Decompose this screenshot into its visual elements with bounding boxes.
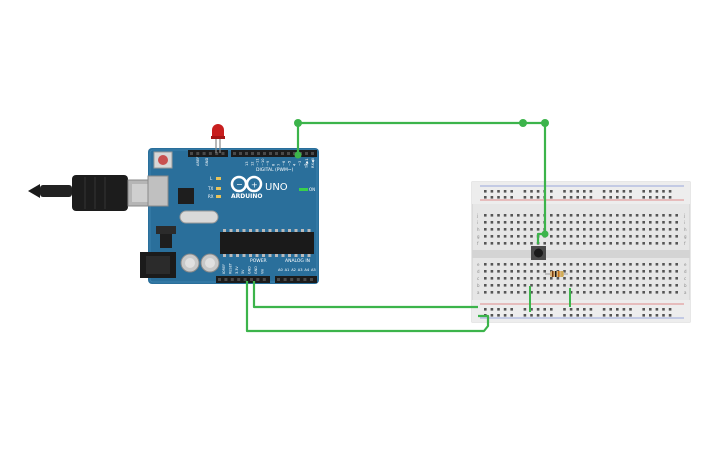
wire-node-dots	[294, 119, 549, 238]
digital-pin-label: ~5	[287, 161, 291, 166]
on-led	[299, 188, 308, 191]
analog-label: ANALOG IN	[285, 258, 310, 264]
l-led	[216, 177, 221, 180]
analog-pin-label: A3	[298, 268, 303, 272]
digital-pin-label: RX◀0	[311, 157, 315, 168]
digital-pin-label: GND	[205, 158, 209, 166]
arduino-logo-text: ARDUINO	[231, 193, 262, 200]
digital-pin-label: TX▶1	[305, 158, 309, 169]
analog-header[interactable]	[275, 276, 317, 283]
row-letter: i	[477, 220, 478, 225]
power-pin-label: 3.3V	[235, 266, 239, 274]
digital-pin-label: AREF	[196, 157, 200, 166]
power-pin-label: 5V	[241, 269, 245, 274]
svg-text:−: −	[236, 180, 243, 189]
row-letter: d	[477, 269, 480, 274]
digital-pin-label: 4	[293, 163, 297, 166]
analog-pin-label: A4	[304, 268, 309, 272]
digital-pin-label: 8	[272, 163, 276, 166]
wire-gnd-to-rail[interactable]	[245, 281, 490, 333]
pushbutton[interactable]	[531, 246, 546, 260]
analog-pin-label: A2	[291, 268, 296, 272]
analog-pin-label: A0	[278, 268, 283, 272]
row-letter: a	[477, 290, 480, 295]
row-letter: h	[477, 227, 480, 232]
power-pin-label: IOREF	[222, 264, 226, 274]
on-label: ON	[309, 187, 315, 192]
reset-button[interactable]	[153, 151, 173, 169]
row-letter: b	[477, 283, 480, 288]
row-letter: f	[477, 241, 479, 246]
tx-led	[216, 187, 221, 190]
row-letter: j	[476, 213, 478, 218]
rx-label: RX	[208, 194, 214, 199]
row-letter: j	[683, 213, 685, 218]
breadboard-holes[interactable]	[484, 190, 678, 317]
power-pin-label: GND	[254, 266, 258, 274]
digital-pin-label: 2	[303, 164, 307, 166]
power-pin-label: GND	[248, 266, 252, 274]
arduino-logo: − +	[230, 175, 263, 193]
power-pin-label: RESET	[228, 262, 232, 274]
l-led-label: L	[210, 176, 213, 181]
digital-pin-label: 7	[277, 164, 281, 166]
digital-pin-label: 12	[250, 161, 254, 166]
row-letter: d	[684, 269, 687, 274]
power-label: POWER	[250, 258, 267, 264]
row-letter: c	[477, 276, 479, 281]
digital-pin-label: ~9	[266, 160, 270, 166]
row-letter: a	[684, 290, 687, 295]
row-letter: f	[684, 241, 686, 246]
digital-pin-label: ~11	[256, 158, 260, 166]
row-letter: b	[684, 283, 687, 288]
dc-power-jack	[140, 252, 176, 278]
power-header[interactable]	[216, 276, 270, 283]
svg-text:+: +	[251, 181, 258, 190]
voltage-regulator	[160, 234, 172, 248]
digital-pin-label: ~10	[261, 158, 265, 166]
crystal-oscillator	[179, 210, 219, 224]
tx-label: TX	[207, 186, 213, 191]
resistor[interactable]	[545, 271, 568, 277]
row-letter: g	[684, 234, 687, 239]
rx-led	[216, 195, 221, 198]
analog-pin-label: A1	[285, 268, 290, 272]
row-letter: e	[684, 262, 687, 267]
row-letter: i	[684, 220, 685, 225]
digital-label: DIGITAL (PWM~)	[256, 167, 294, 173]
usb-cable[interactable]	[28, 175, 165, 211]
digital-pin-label: ~6	[282, 160, 286, 166]
digital-pin-label: 13	[245, 161, 249, 166]
wire-5v-to-rail[interactable]	[252, 281, 478, 309]
model-label: UNO	[265, 182, 288, 193]
usb-chip	[178, 188, 194, 204]
power-pin-label: Vin	[260, 269, 264, 274]
red-led[interactable]	[211, 124, 225, 153]
capacitors	[180, 253, 220, 273]
analog-pin-label: A5	[311, 268, 316, 272]
row-letter: c	[684, 276, 686, 281]
row-letter: h	[684, 227, 687, 232]
usb-port	[147, 175, 169, 207]
digital-pin-label: ~3	[298, 161, 302, 166]
atmega-chip	[220, 229, 314, 257]
row-letter: g	[477, 234, 480, 239]
row-letter: e	[477, 262, 480, 267]
